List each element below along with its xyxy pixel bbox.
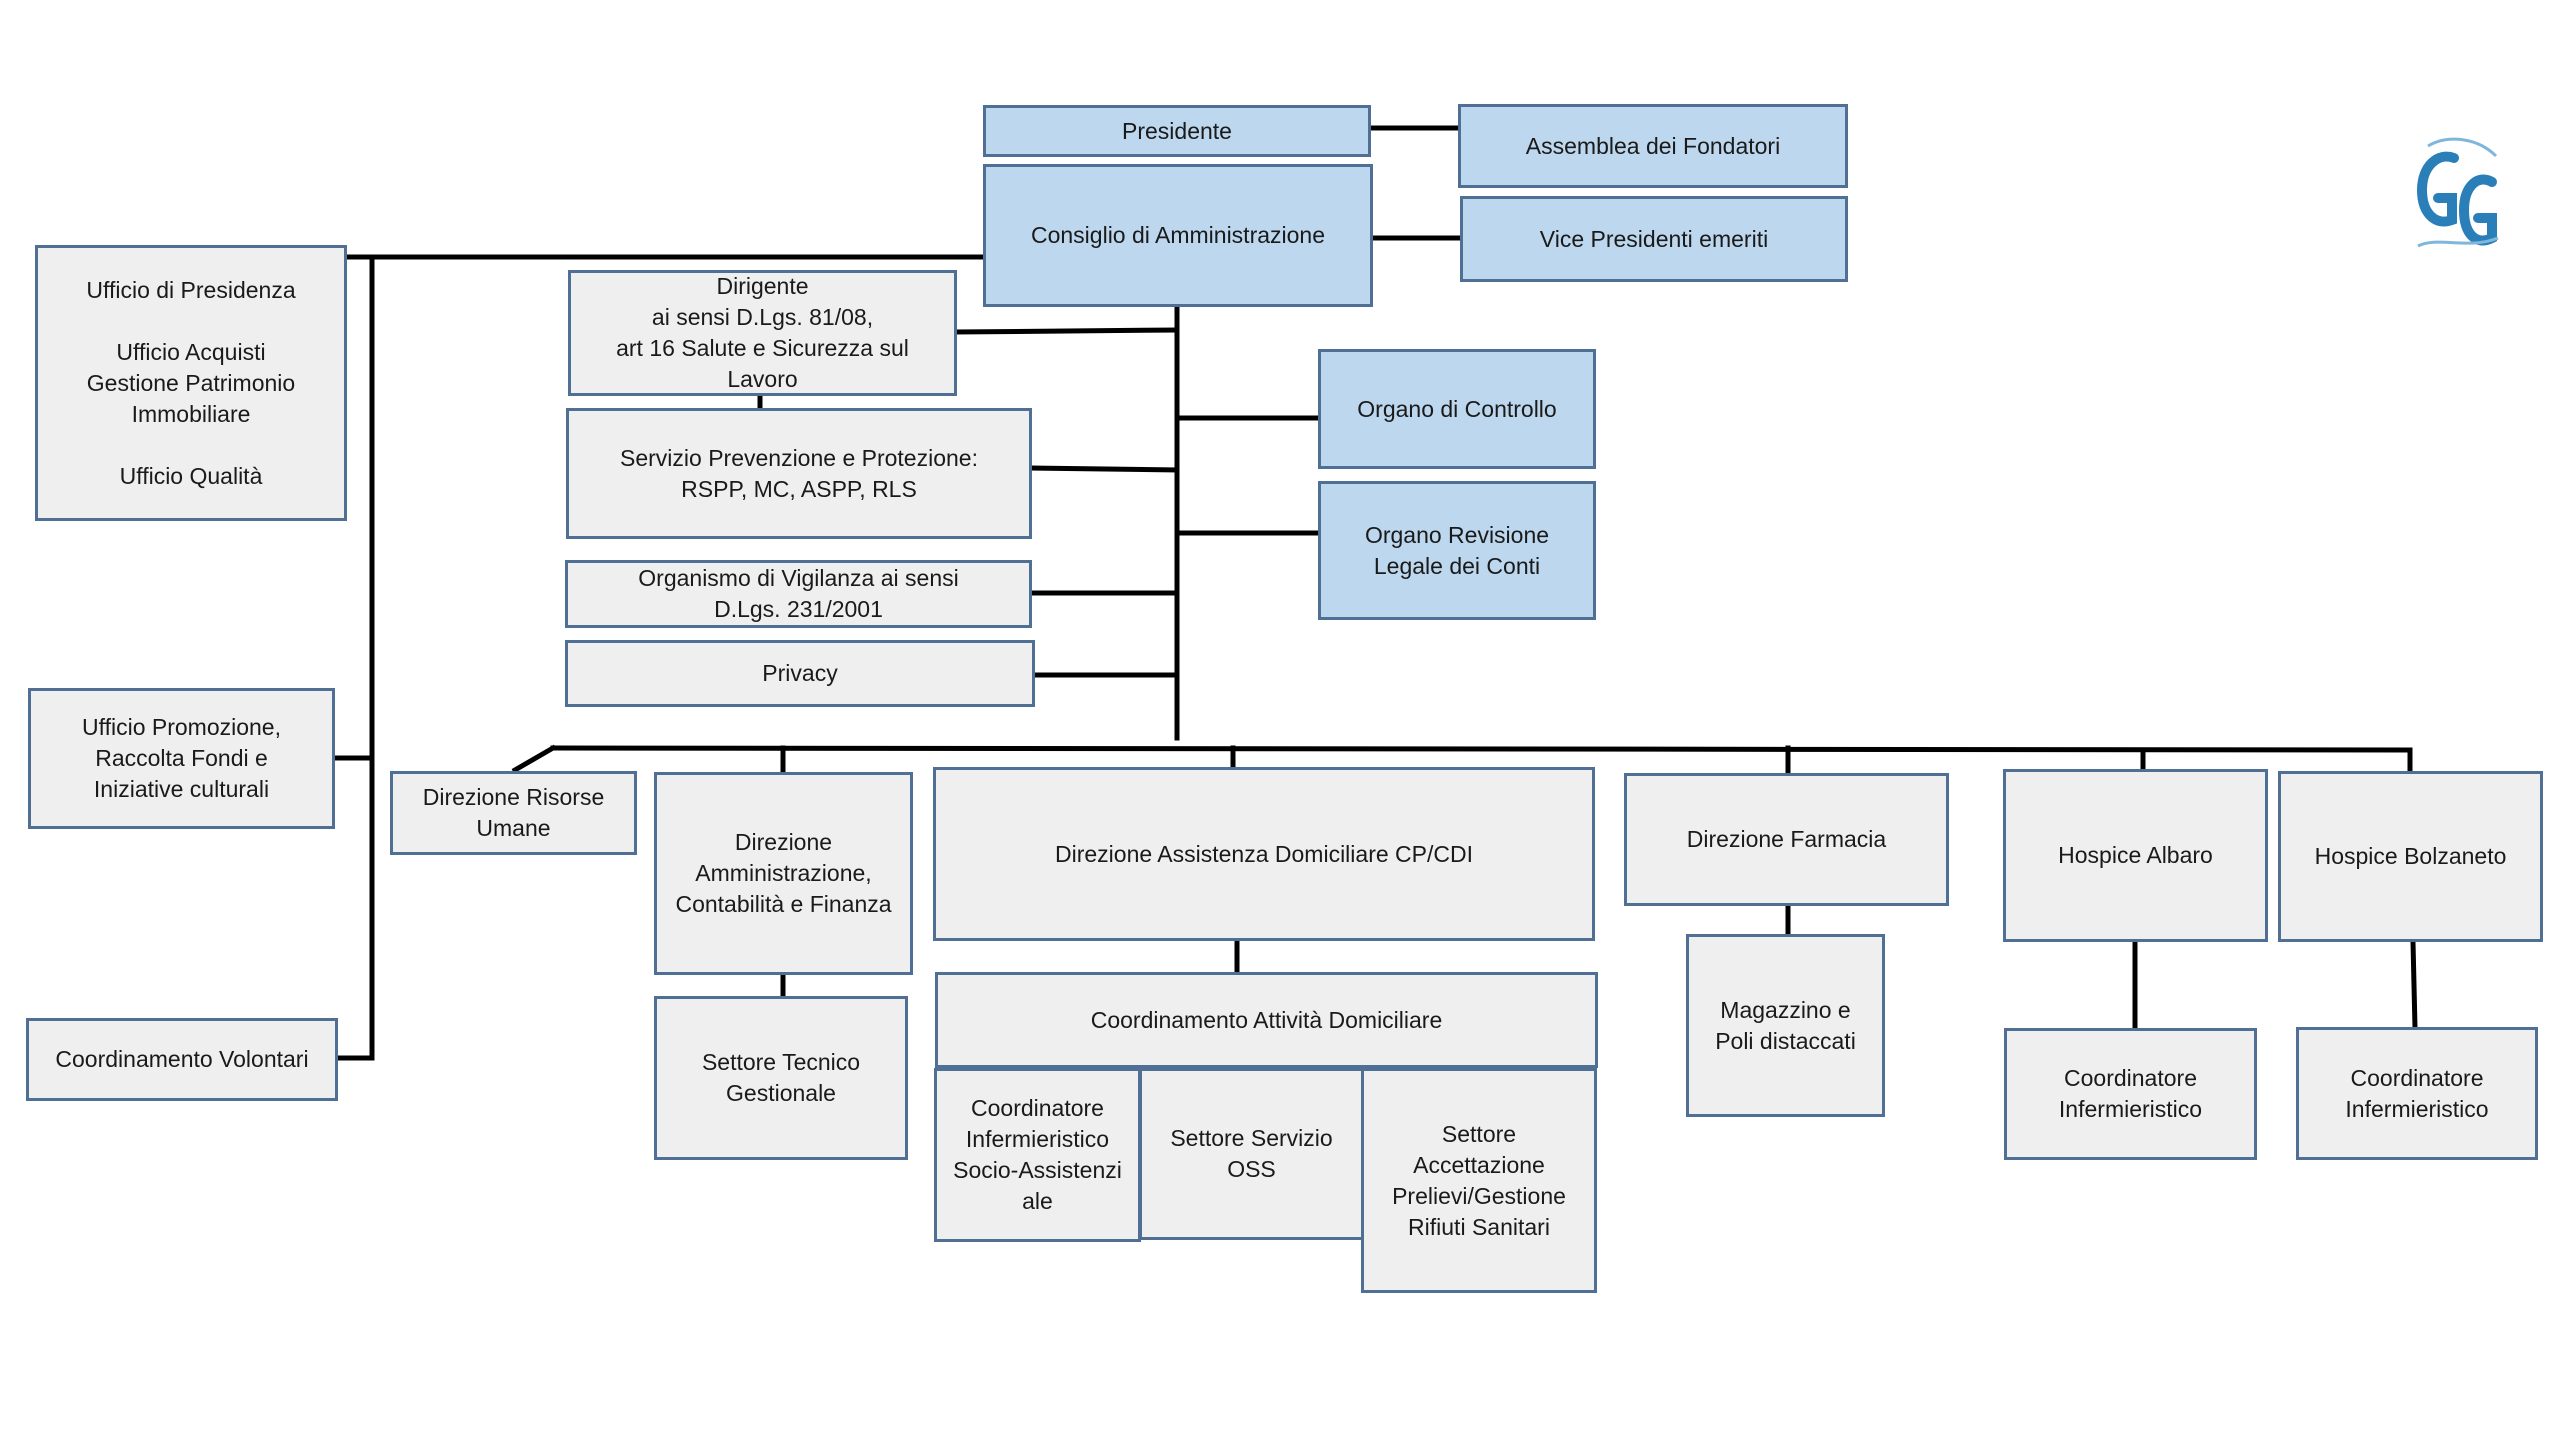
connector-spp (1027, 465, 1180, 473)
box-settore-oss: Settore Servizio OSS (1139, 1068, 1364, 1240)
box-coordinamento-attivita: Coordinamento Attività Domiciliare (935, 972, 1598, 1068)
box-coordinatore-albaro: Coordinatore Infermieristico (2004, 1028, 2257, 1160)
box-privacy: Privacy (565, 640, 1035, 707)
box-dirigente-sicurezza: Dirigente ai sensi D.Lgs. 81/08, art 16 … (568, 270, 957, 396)
box-organismo-vigilanza: Organismo di Vigilanza ai sensi D.Lgs. 2… (565, 560, 1032, 628)
connector-risorse-umane (511, 744, 557, 774)
box-organo-revisione: Organo Revisione Legale dei Conti (1318, 481, 1596, 620)
box-direzione-farmacia: Direzione Farmacia (1624, 773, 1949, 906)
box-servizio-prevenzione: Servizio Prevenzione e Protezione: RSPP,… (566, 408, 1032, 539)
gg-logo-icon (2416, 137, 2499, 248)
box-hospice-albaro: Hospice Albaro (2003, 769, 2268, 942)
box-assemblea-fondatori: Assemblea dei Fondatori (1458, 104, 1848, 188)
box-vice-presidenti: Vice Presidenti emeriti (1460, 196, 1848, 282)
connector-dirigente (952, 327, 1180, 335)
box-direzione-risorse-umane: Direzione Risorse Umane (390, 771, 637, 855)
box-magazzino: Magazzino e Poli distaccati (1686, 934, 1885, 1117)
box-direzione-amministrazione: Direzione Amministrazione, Contabilità e… (654, 772, 913, 975)
box-coordinatore-socio-assistenziale: Coordinatore Infermieristico Socio-Assis… (934, 1068, 1141, 1242)
box-settore-accettazione: Settore Accettazione Prelievi/Gestione R… (1361, 1068, 1597, 1293)
box-coordinamento-volontari: Coordinamento Volontari (26, 1018, 338, 1101)
box-hospice-bolzaneto: Hospice Bolzaneto (2278, 771, 2543, 942)
box-direzione-assistenza: Direzione Assistenza Domiciliare CP/CDI (933, 767, 1595, 941)
box-ufficio-promozione: Ufficio Promozione, Raccolta Fondi e Ini… (28, 688, 335, 829)
box-presidente: Presidente (983, 105, 1371, 157)
box-consiglio-amministrazione: Consiglio di Amministrazione (983, 164, 1373, 307)
box-coordinatore-bolzaneto: Coordinatore Infermieristico (2296, 1027, 2538, 1160)
connector-bolzaneto-coord (2410, 939, 2418, 1031)
connector-bottom-bus (550, 745, 2413, 753)
box-settore-tecnico: Settore Tecnico Gestionale (654, 996, 908, 1160)
box-organo-controllo: Organo di Controllo (1318, 349, 1596, 469)
box-ufficio-presidenza: Ufficio di Presidenza Ufficio Acquisti G… (35, 245, 347, 521)
